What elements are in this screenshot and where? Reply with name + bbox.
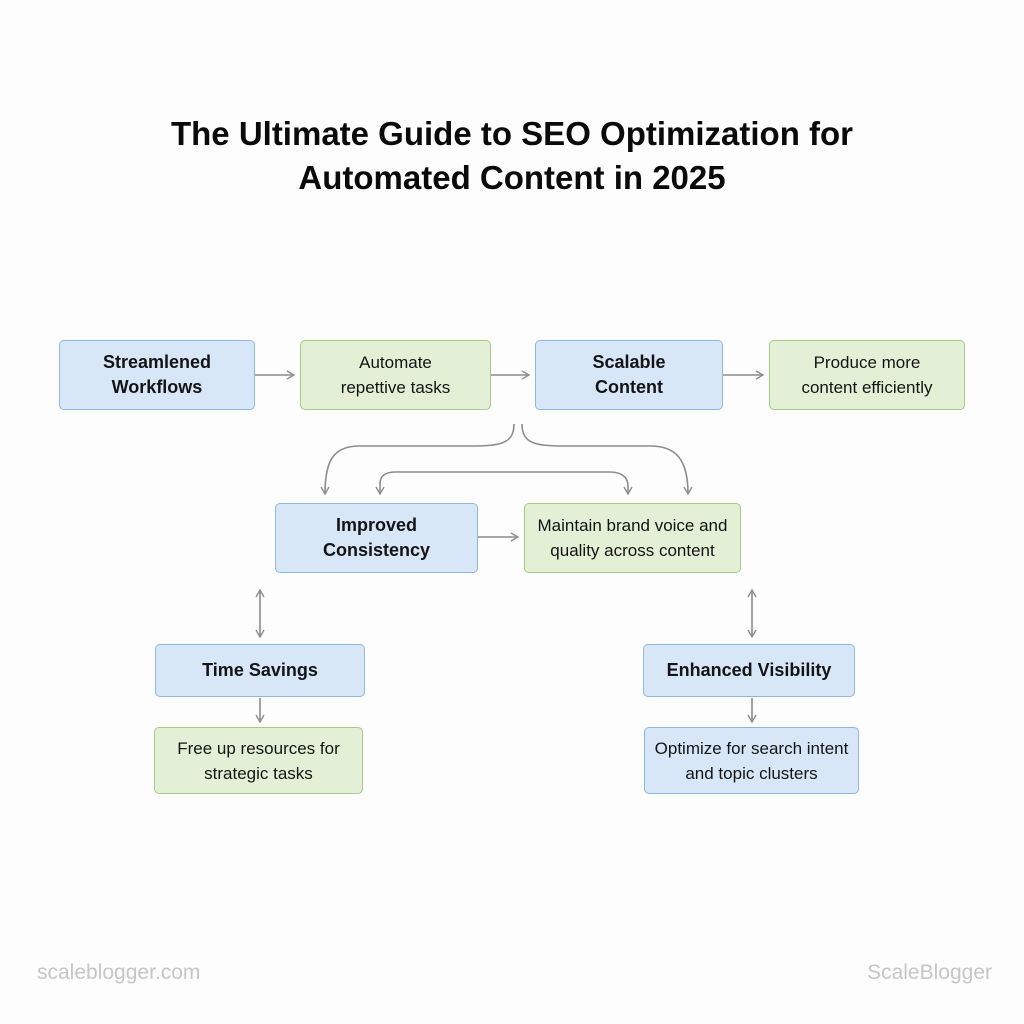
node-maintain-brand-voice-label: Maintain brand voice and quality across … — [537, 516, 728, 560]
page-title: The Ultimate Guide to SEO Optimization f… — [0, 112, 1024, 200]
node-optimize-search-intent-label: Optimize for search intent and topic clu… — [654, 738, 849, 783]
node-free-up-resources: Free up resources for strategic tasks — [154, 727, 363, 794]
node-maintain-brand-voice: Maintain brand voice and quality across … — [524, 503, 741, 573]
curve-scalable-to-improved — [320, 423, 515, 496]
node-optimize-search-intent: Optimize for search intent and topic clu… — [644, 727, 859, 794]
node-free-up-resources-label: Free up resources for strategic tasks — [177, 738, 340, 783]
node-automate-tasks: Automate repettive tasks — [300, 340, 491, 410]
curve-cross-link — [375, 471, 633, 496]
node-improved-consistency: Improved Consistency — [275, 503, 478, 573]
node-scalable-content: Scalable Content — [535, 340, 723, 410]
footer-brand: ScaleBlogger — [867, 961, 992, 984]
node-produce-more-content-label: Produce more content efficiently — [801, 353, 933, 397]
node-automate-tasks-label: Automate repettive tasks — [340, 353, 451, 397]
node-scalable-content-label: Scalable Content — [592, 352, 666, 397]
node-time-savings-label: Time Savings — [202, 660, 318, 680]
node-enhanced-visibility-label: Enhanced Visibility — [666, 660, 832, 680]
title-line-1: The Ultimate Guide to SEO Optimization f… — [170, 115, 854, 152]
node-time-savings: Time Savings — [155, 644, 365, 697]
curve-scalable-to-maintain — [521, 423, 693, 496]
node-enhanced-visibility: Enhanced Visibility — [643, 644, 855, 697]
title-line-2: Automated Content in 2025 — [298, 159, 726, 196]
footer-website: scaleblogger.com — [37, 961, 201, 984]
node-produce-more-content: Produce more content efficiently — [769, 340, 965, 410]
node-streamlined-workflows: Streamlened Workflows — [59, 340, 255, 410]
node-improved-consistency-label: Improved Consistency — [322, 515, 431, 560]
node-streamlined-workflows-label: Streamlened Workflows — [102, 352, 212, 397]
